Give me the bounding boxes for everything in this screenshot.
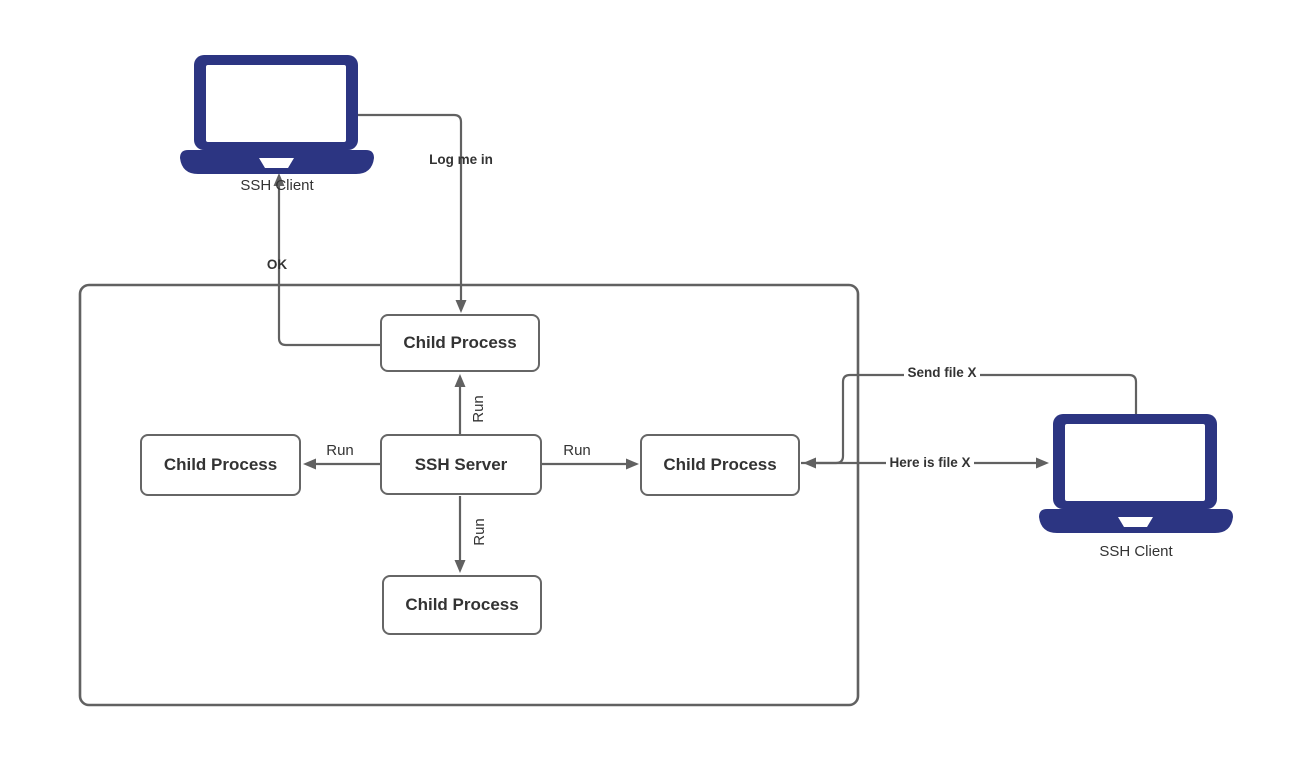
edge-label-here-is-file: Here is file X xyxy=(850,455,1010,471)
edge-send-file xyxy=(816,373,1138,465)
arrowhead-log-me-in xyxy=(455,300,467,313)
edge-label-text: Send file X xyxy=(904,365,980,380)
edge-label-run-left: Run xyxy=(326,442,354,459)
edge-label-send-file: Send file X xyxy=(862,365,1022,381)
node-child-process-right: Child Process xyxy=(640,434,800,496)
node-child-process-bottom: Child Process xyxy=(382,575,542,635)
edge-label-run-top: Run xyxy=(470,395,487,423)
client-left-label: SSH Client xyxy=(240,177,314,194)
edge-ok xyxy=(277,185,380,347)
arrowhead-run-bottom xyxy=(454,560,466,573)
node-label: Child Process xyxy=(403,333,517,352)
arrowhead-run-top xyxy=(454,374,466,387)
node-child-process-top: Child Process xyxy=(380,314,540,372)
node-label: Child Process xyxy=(163,455,278,474)
edge-label-run-bottom: Run xyxy=(471,518,488,546)
node-child-process-left: Child Process xyxy=(140,434,301,496)
node-ssh-server: SSH Server xyxy=(380,434,542,495)
arrowhead-run-right xyxy=(626,458,639,470)
edge-log-me-in xyxy=(357,113,463,301)
edge-label-run-right: Run xyxy=(563,442,591,459)
edge-label-text: Here is file X xyxy=(886,455,974,470)
node-label: SSH Server xyxy=(414,454,508,474)
laptop-icon-right xyxy=(1039,414,1233,533)
server-host-container xyxy=(78,283,860,707)
arrowhead-ok xyxy=(273,173,285,186)
edge-label-ok: OK xyxy=(266,257,288,272)
node-label: Child Process xyxy=(663,455,777,474)
client-right-label: SSH Client xyxy=(1099,543,1173,560)
edge-label-log-me-in: Log me in xyxy=(429,152,493,167)
laptop-icon-left xyxy=(180,55,374,174)
arrowhead-here-is-file xyxy=(1036,457,1049,469)
node-label: Child Process xyxy=(405,595,519,614)
arrowhead-run-left xyxy=(303,458,316,470)
